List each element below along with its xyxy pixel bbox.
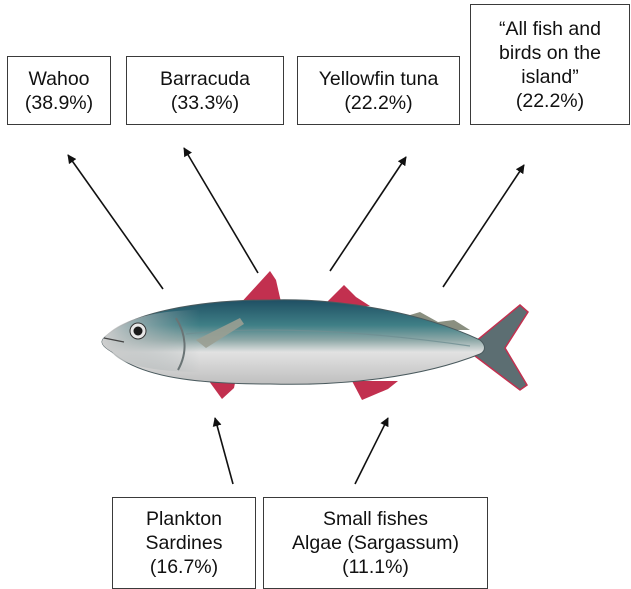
prey-name-line: Small fishes: [323, 507, 428, 531]
prey-name-line: Sardines: [146, 531, 223, 555]
prey-box-plankton-sardines: Plankton Sardines (16.7%): [112, 497, 256, 589]
fish-pupil: [134, 327, 143, 336]
prey-name-line: Plankton: [146, 507, 222, 531]
prey-percent: (11.1%): [342, 555, 409, 579]
prey-percent: (16.7%): [150, 555, 218, 579]
anal-fin: [352, 381, 398, 400]
prey-box-small-fishes-algae: Small fishes Algae (Sargassum) (11.1%): [263, 497, 488, 589]
prey-name-line: Algae (Sargassum): [292, 531, 459, 555]
